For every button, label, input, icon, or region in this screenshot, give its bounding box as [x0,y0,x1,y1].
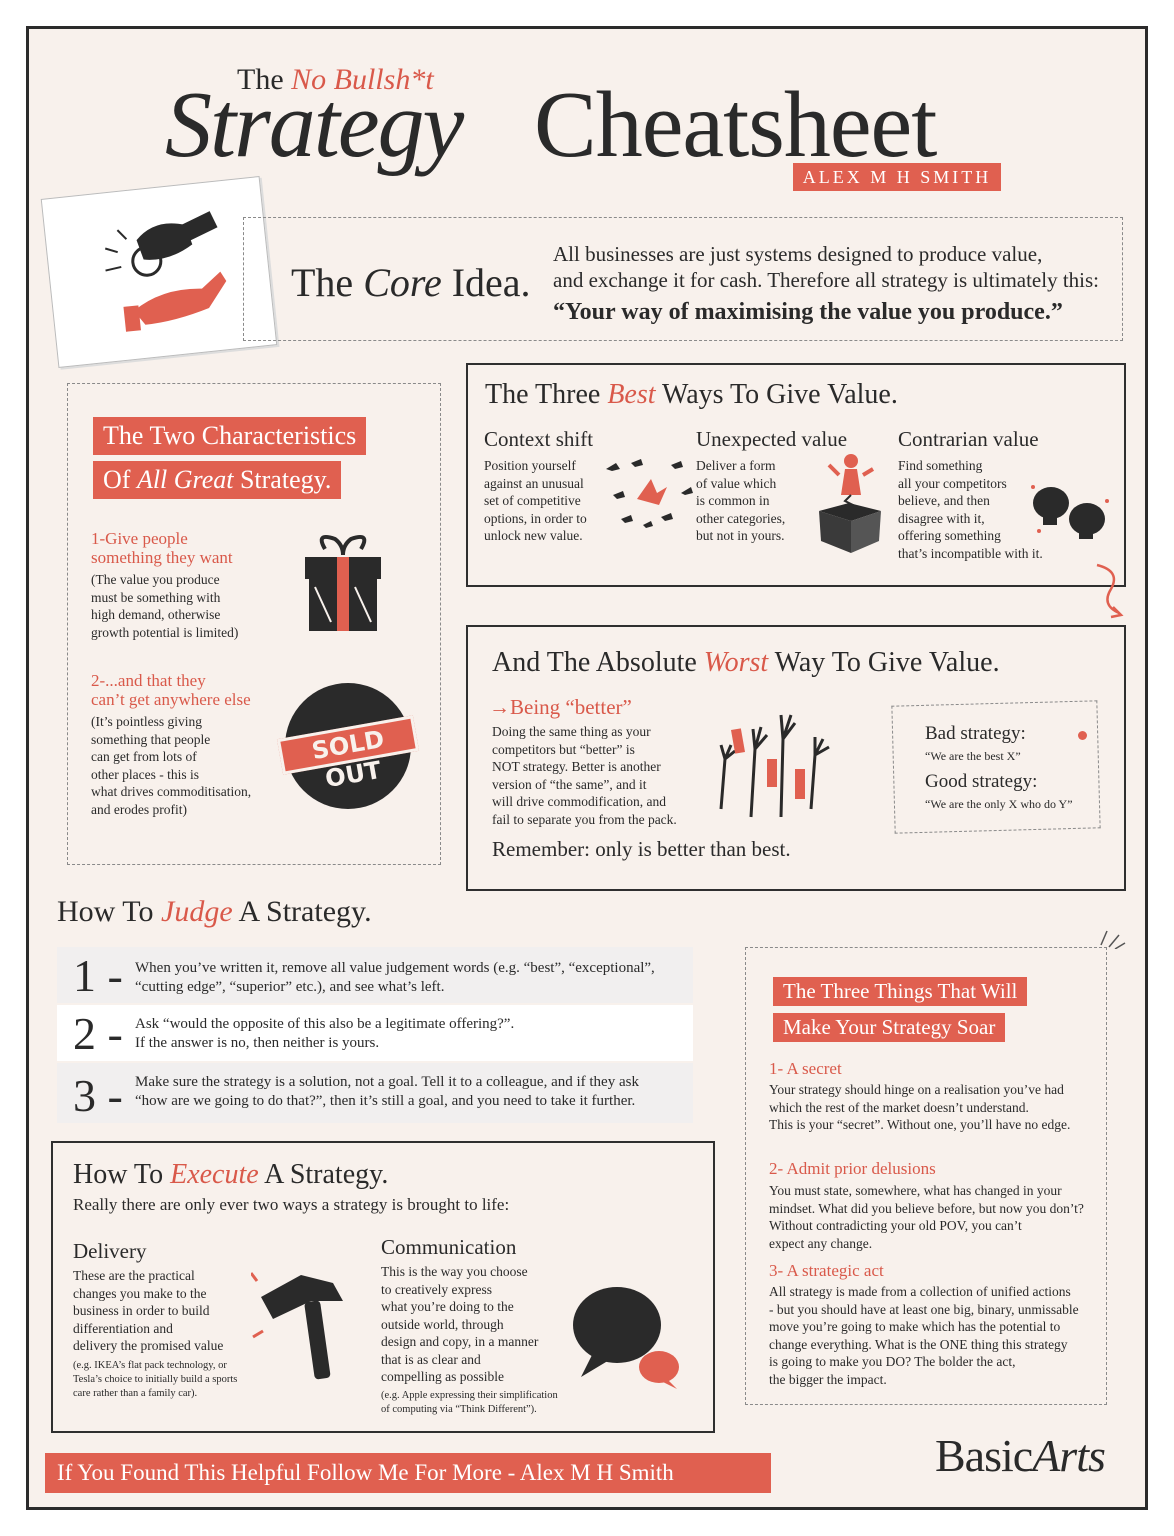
soar-2-body: You must state, somewhere, what has chan… [769,1183,1084,1251]
worst-subtitle: →Being “better” [489,695,632,719]
hammer-icon [251,1267,357,1383]
bad-strategy-body: “We are the best X” [925,749,1021,763]
delivery-note: (e.g. IKEA’s flat pack technology, or Te… [73,1360,238,1399]
bad-strategy-title: Bad strategy: [925,723,1026,744]
core-idea-box [243,217,1123,341]
basicarts-logo: BasicArts [935,1430,1106,1481]
judge-text-1: When you’ve written it, remove all value… [135,960,655,995]
two-char-bar-1: The Two Characteristics [93,417,367,455]
judge-num-1: 1 - [73,950,123,1001]
communication-title: Communication [381,1235,517,1259]
communication-body: This is the way you choose to creatively… [381,1264,539,1384]
speech-bubbles-icon [567,1281,687,1391]
context-shift-body: Position yourself against an unusual set… [484,458,587,543]
judge-text-3: Make sure the strategy is a solution, no… [135,1074,639,1109]
two-char-item1-title: 1-Give people something they want [91,529,233,567]
worst-title: And The Absolute Worst Way To Give Value… [492,647,1000,678]
three-best-title: The Three Best Ways To Give Value. [485,379,898,410]
worst-remember: Remember: only is better than best. [492,837,791,861]
two-char-bar-2: Of All Great Strategy. [93,461,342,499]
unexpected-value-title: Unexpected value [696,427,848,451]
contrarian-value-body: Find something all your competitors beli… [898,458,1043,561]
context-shift-title: Context shift [484,427,594,451]
soar-bar-2: Make Your Strategy Soar [773,1013,1006,1042]
soar-bar-1: The Three Things That Will [773,977,1028,1006]
title-cheatsheet: Cheatsheet [534,73,937,177]
jack-in-box-icon [809,449,889,553]
judge-title: How To Judge A Strategy. [57,895,372,928]
worst-box [466,625,1126,891]
author-badge: ALEX M H SMITH [793,163,1001,191]
soar-3-title: 3- A strategic act [769,1261,884,1280]
soar-3-body: All strategy is made from a collection o… [769,1284,1079,1387]
core-image-card [40,175,278,369]
title-no-bs: No Bullsh*t [291,63,434,96]
two-char-item2-body: (It’s pointless giving something that pe… [91,714,252,817]
two-char-item2-title: 2-...and that they can’t get anywhere el… [91,671,251,709]
good-strategy-body: “We are the only X who do Y” [925,797,1073,811]
judge-row-1 [57,947,693,1003]
judge-row-3 [57,1063,693,1123]
judge-num-2: 2 - [73,1008,123,1059]
execute-subtitle: Really there are only ever two ways a st… [73,1195,510,1214]
title-strategy: Strategy [165,73,464,177]
core-text: All businesses are just systems designed… [553,242,1100,325]
boxing-gloves-icon [1027,481,1113,541]
sold-out-label: SOLD OUT [276,715,420,793]
hands-exchange-icon [104,211,227,332]
soar-2-title: 2- Admit prior delusions [769,1159,936,1178]
execute-box [51,1141,715,1433]
execute-title: How To Execute A Strategy. [73,1159,389,1190]
cheatsheet-page: The No Bullsh*t Strategy Cheatsheet ALEX… [26,26,1148,1510]
raised-hands-icon [711,709,835,819]
judge-text-2: Ask “would the opposite of this also be … [135,1016,515,1051]
soar-1-body: Your strategy should hinge on a realisat… [769,1082,1071,1132]
three-best-box [466,363,1126,587]
arrow-right-icon: → [489,695,510,719]
two-characteristics-box [67,383,441,865]
judge-row-2 [57,1005,693,1061]
title-the: The [237,63,284,96]
core-quote: “Your way of maximising the value you pr… [553,299,1063,325]
sold-out-stamp-icon: SOLD OUT [276,683,420,809]
delivery-body: These are the practical changes you make… [73,1268,224,1353]
contrarian-value-title: Contrarian value [898,427,1039,451]
delivery-title: Delivery [73,1239,147,1263]
two-char-item1-body: (The value you produce must be something… [91,572,239,640]
soar-1-title: 1- A secret [769,1059,842,1078]
communication-note: (e.g. Apple expressing their simplificat… [381,1390,558,1415]
bad-good-card [891,700,1101,834]
core-title: The Core Idea. [291,260,531,305]
curved-arrow-icon [1091,561,1127,621]
judge-num-3: 3 - [73,1070,123,1121]
spark-lines-icon [1097,925,1127,949]
good-strategy-title: Good strategy: [925,771,1038,792]
gift-box-icon [295,527,391,637]
pin-dot-icon [1078,731,1087,740]
unexpected-value-body: Deliver a form of value which is common … [696,458,786,543]
follow-cta: If You Found This Helpful Follow Me For … [45,1453,771,1493]
birds-flock-icon [601,459,697,531]
title-prefix: The No Bullsh*t [237,63,434,97]
worst-body: Doing the same thing as your competitors… [492,724,677,827]
